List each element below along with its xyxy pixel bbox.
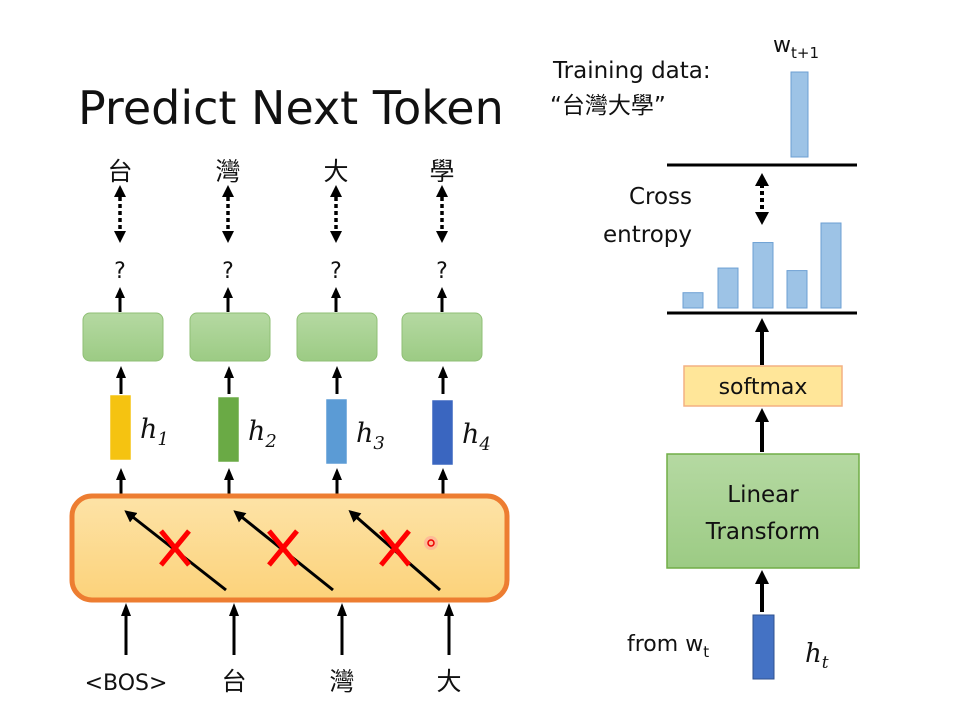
from-label: from wt	[627, 632, 709, 661]
arrowhead	[115, 287, 125, 298]
column-2: 灣? h2 台	[189, 157, 277, 696]
column-4: 學? h4 大	[401, 157, 491, 696]
arrowhead	[755, 570, 769, 584]
hidden-vector-h2	[217, 396, 240, 463]
predicted-distribution	[682, 222, 842, 309]
arrowhead	[330, 185, 342, 243]
page-title: Predict Next Token	[78, 81, 504, 135]
question-mark: ?	[436, 259, 448, 284]
arrowhead	[437, 287, 447, 298]
arrowhead	[332, 366, 342, 378]
blocked-x-icon	[159, 529, 191, 567]
linear-label: Linear	[727, 482, 799, 508]
cross-entropy-arrowheads	[755, 173, 769, 225]
output-token: 台	[107, 157, 132, 186]
cursor-indicator	[424, 536, 438, 550]
target-distribution	[790, 71, 809, 158]
ht-vector	[752, 614, 775, 680]
output-token: 學	[429, 157, 454, 186]
arrowhead	[229, 603, 239, 616]
arrowhead	[116, 468, 126, 480]
predicted-bar	[717, 267, 739, 309]
arrowhead	[121, 603, 131, 616]
column-3: 大? h3 灣	[296, 157, 385, 696]
column-1: 台? h1 <BOS>	[82, 157, 169, 696]
arrowhead	[438, 366, 448, 378]
training-text: “台灣大學”	[550, 93, 666, 119]
softmax-box	[683, 365, 843, 407]
output-head-box	[189, 312, 271, 362]
arrowhead	[223, 287, 233, 298]
arrowhead	[438, 468, 448, 480]
arrowhead	[755, 318, 769, 332]
entropy-label: entropy	[603, 222, 692, 248]
blocked-x-icon	[379, 529, 411, 567]
hidden-vector-h1	[109, 394, 132, 461]
softmax-label: softmax	[719, 375, 808, 400]
output-head-box	[401, 312, 483, 362]
arrowhead	[332, 468, 342, 480]
output-token: 灣	[215, 157, 240, 186]
predicted-bar	[820, 222, 842, 309]
arrowhead	[436, 185, 448, 243]
predicted-bar	[752, 242, 774, 309]
arrowhead	[116, 366, 126, 378]
blocked-x-icon	[267, 529, 299, 567]
hidden-label-h3: h3	[356, 418, 385, 454]
output-head-box	[296, 312, 378, 362]
arrowhead	[224, 468, 234, 480]
arrowhead	[222, 185, 234, 243]
arrowhead	[224, 366, 234, 378]
arrowhead	[331, 287, 341, 298]
cross-label: Cross	[629, 184, 692, 210]
hidden-label-h2: h2	[248, 416, 277, 452]
arrowhead	[114, 185, 126, 243]
transformer-block	[69, 493, 510, 603]
masked-attention-arrows	[124, 510, 441, 592]
input-token: <BOS>	[85, 671, 168, 696]
question-mark: ?	[330, 259, 342, 284]
hidden-label-h1: h1	[140, 414, 169, 450]
transform-label: Transform	[705, 519, 820, 545]
hidden-label-h4: h4	[462, 419, 491, 455]
target-label: wt+1	[773, 33, 819, 62]
output-head-box	[82, 312, 164, 362]
input-token: 台	[221, 667, 246, 696]
arrowhead	[755, 408, 769, 422]
input-token: 大	[436, 667, 461, 696]
predicted-bar	[682, 292, 704, 309]
training-label: Training data:	[552, 58, 711, 84]
question-mark: ?	[114, 259, 126, 284]
cursor-dot	[427, 539, 435, 547]
hidden-vector-h3	[325, 398, 348, 465]
linear-transform-box	[666, 453, 860, 569]
ht-label: ht	[805, 639, 829, 673]
input-token: 灣	[329, 667, 354, 696]
hidden-vector-h4	[431, 399, 454, 466]
arrowhead	[337, 603, 347, 616]
arrowhead	[444, 603, 454, 616]
predicted-bar	[786, 270, 808, 309]
output-token: 大	[323, 157, 348, 186]
question-mark: ?	[222, 259, 234, 284]
target-bar	[790, 71, 809, 158]
